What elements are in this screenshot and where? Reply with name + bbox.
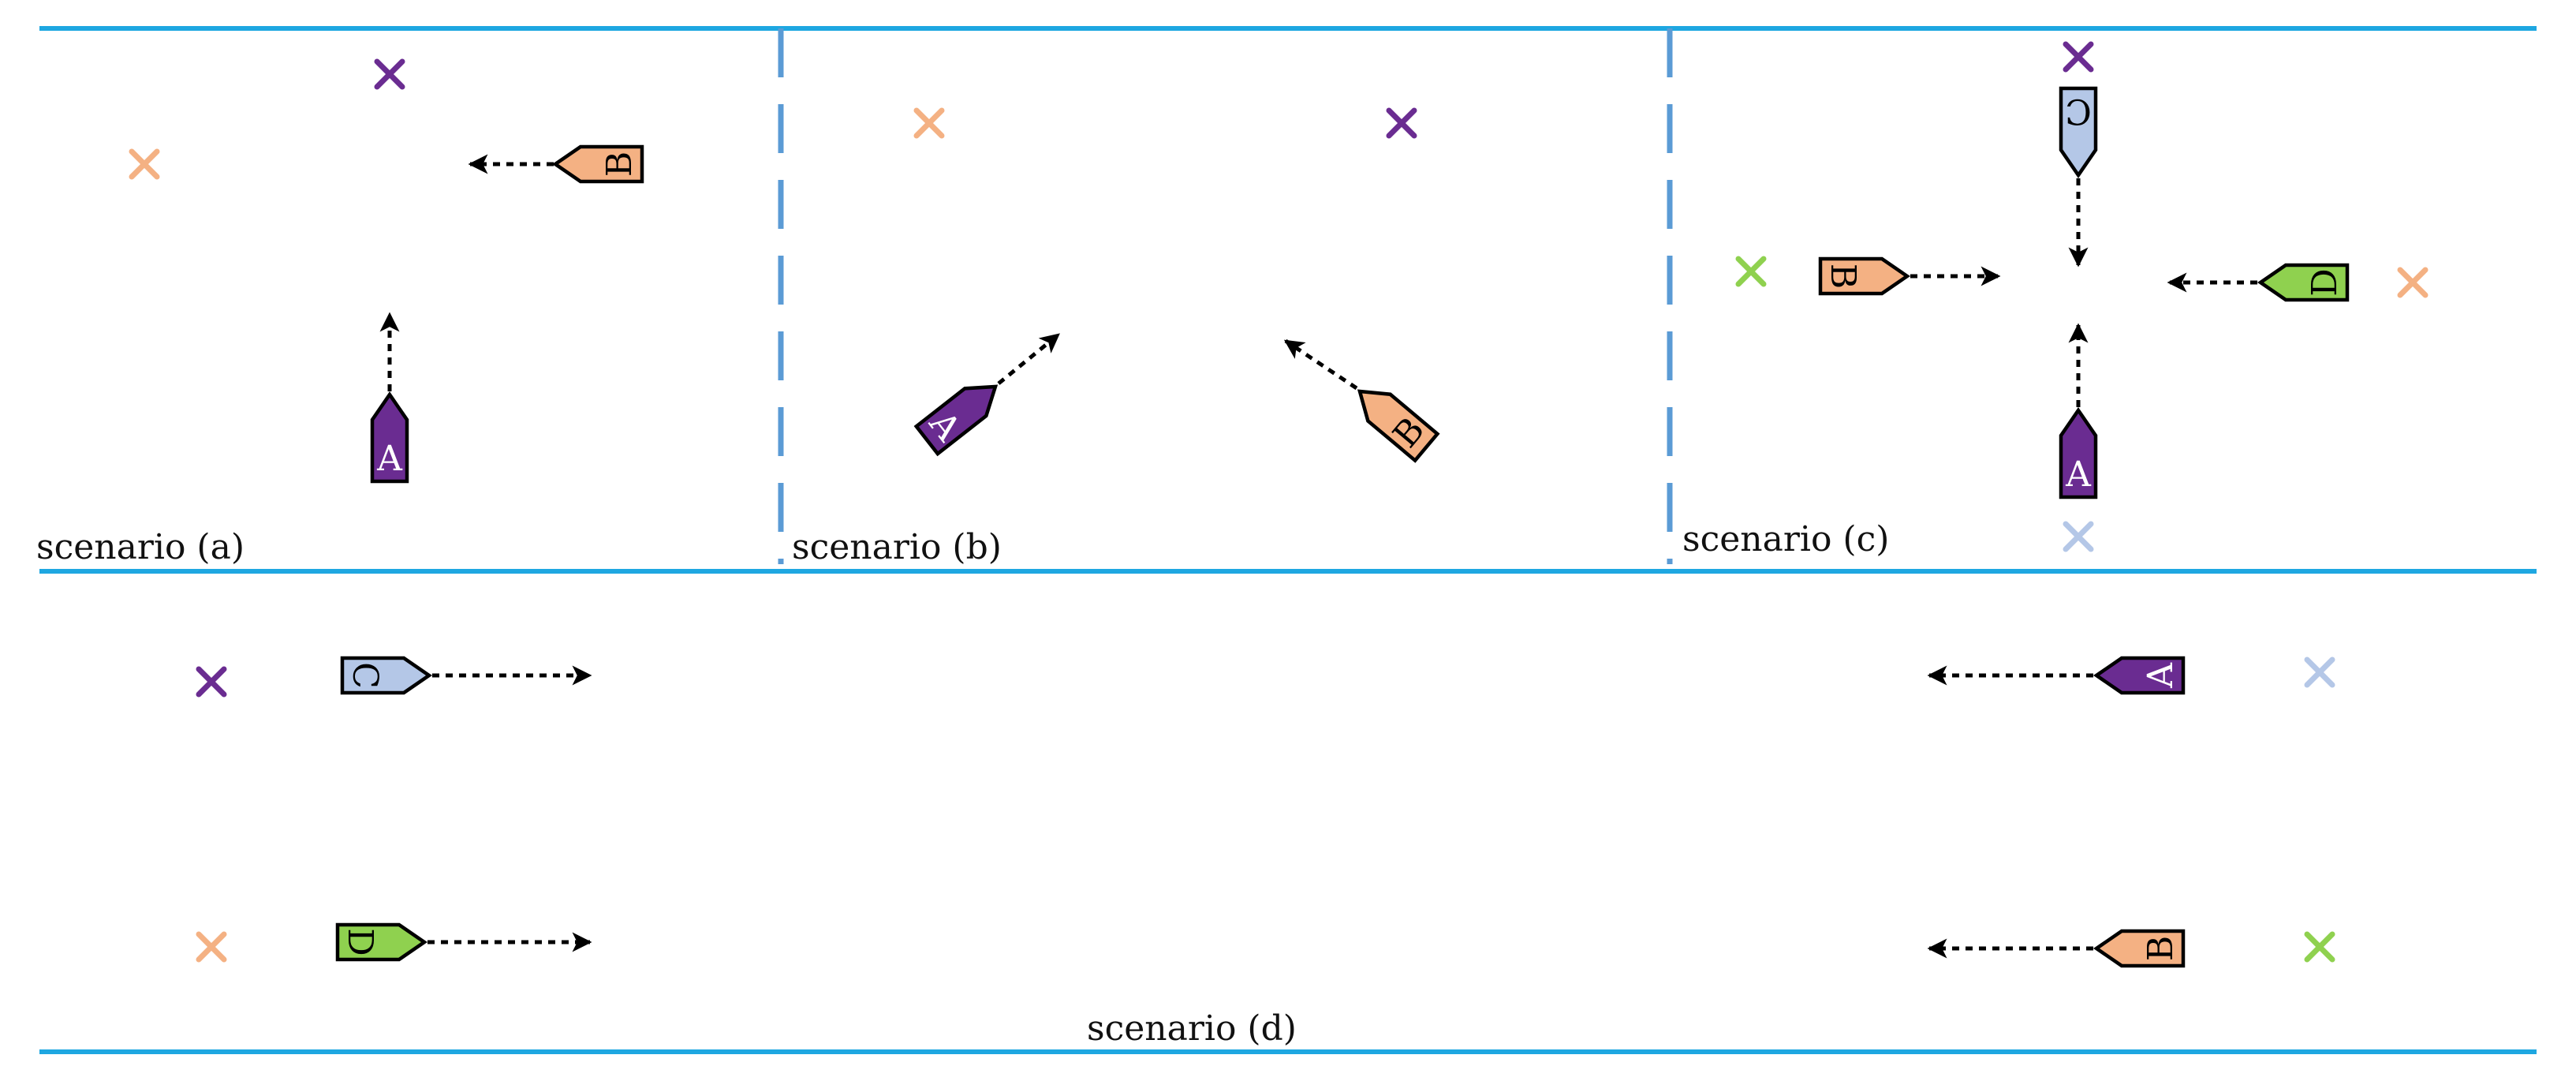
heading-arrow: [1283, 339, 1358, 391]
boat-hull: [913, 384, 999, 457]
boat-label: A: [376, 439, 403, 479]
boat-A: A: [370, 391, 409, 484]
boat-C: C: [2059, 86, 2098, 178]
target-cross-icon: [2063, 521, 2094, 552]
target-cross-icon: [374, 58, 405, 90]
boat-A: A: [2093, 656, 2186, 695]
caption-scenario-d: scenario (d): [1087, 1008, 1297, 1049]
scenario-d-panel: C D A B: [196, 656, 2335, 968]
boat-label: D: [340, 928, 380, 956]
boat-hull: [370, 391, 409, 484]
boat-hull: [340, 656, 432, 695]
boat-label: C: [345, 662, 385, 689]
boat-hull: [552, 144, 644, 184]
target-cross-icon: [196, 666, 227, 698]
scenario-c-panel: A C B D: [1735, 41, 2429, 552]
boat-label: B: [599, 151, 640, 177]
boat-hull: [2257, 263, 2350, 302]
boat-hull: [335, 922, 427, 962]
target-cross-icon: [2397, 267, 2429, 298]
target-cross-icon: [913, 107, 945, 139]
boat-D: D: [2257, 263, 2350, 302]
boat-hull: [2059, 86, 2098, 178]
boat-label: A: [2065, 454, 2092, 495]
boat-hull: [1818, 256, 1910, 296]
boat-label: B: [1823, 264, 1863, 289]
boat-C: C: [340, 656, 432, 695]
boat-label: C: [2065, 91, 2092, 131]
boat-D: D: [335, 922, 427, 962]
boat-label: D: [2305, 268, 2345, 296]
boat-hull: [2059, 407, 2098, 499]
target-cross-icon: [2063, 41, 2094, 73]
boat-A: A: [2059, 407, 2098, 499]
target-cross-icon: [2304, 931, 2335, 963]
target-cross-icon: [1735, 256, 1767, 287]
boat-label: B: [2141, 936, 2181, 961]
caption-scenario-b: scenario (b): [792, 527, 1002, 567]
caption-scenario-a: scenario (a): [36, 527, 245, 567]
boat-B: B: [1357, 389, 1440, 463]
dividers: [39, 26, 2537, 1054]
boat-label: A: [2141, 662, 2181, 689]
target-cross-icon: [129, 148, 160, 180]
boat-B: B: [2093, 929, 2186, 968]
target-cross-icon: [1386, 107, 1417, 139]
caption-scenario-c: scenario (c): [1682, 519, 1890, 559]
boat-A: A: [913, 384, 999, 457]
boat-hull: [2093, 656, 2186, 695]
target-cross-icon: [2304, 656, 2335, 688]
boat-B: B: [1818, 256, 1910, 296]
heading-arrow: [997, 333, 1060, 385]
boat-hull: [2093, 929, 2186, 968]
scenario-a-panel: AB: [129, 58, 644, 484]
boat-B: B: [552, 144, 644, 184]
target-cross-icon: [196, 931, 227, 963]
boat-hull: [1357, 389, 1440, 463]
